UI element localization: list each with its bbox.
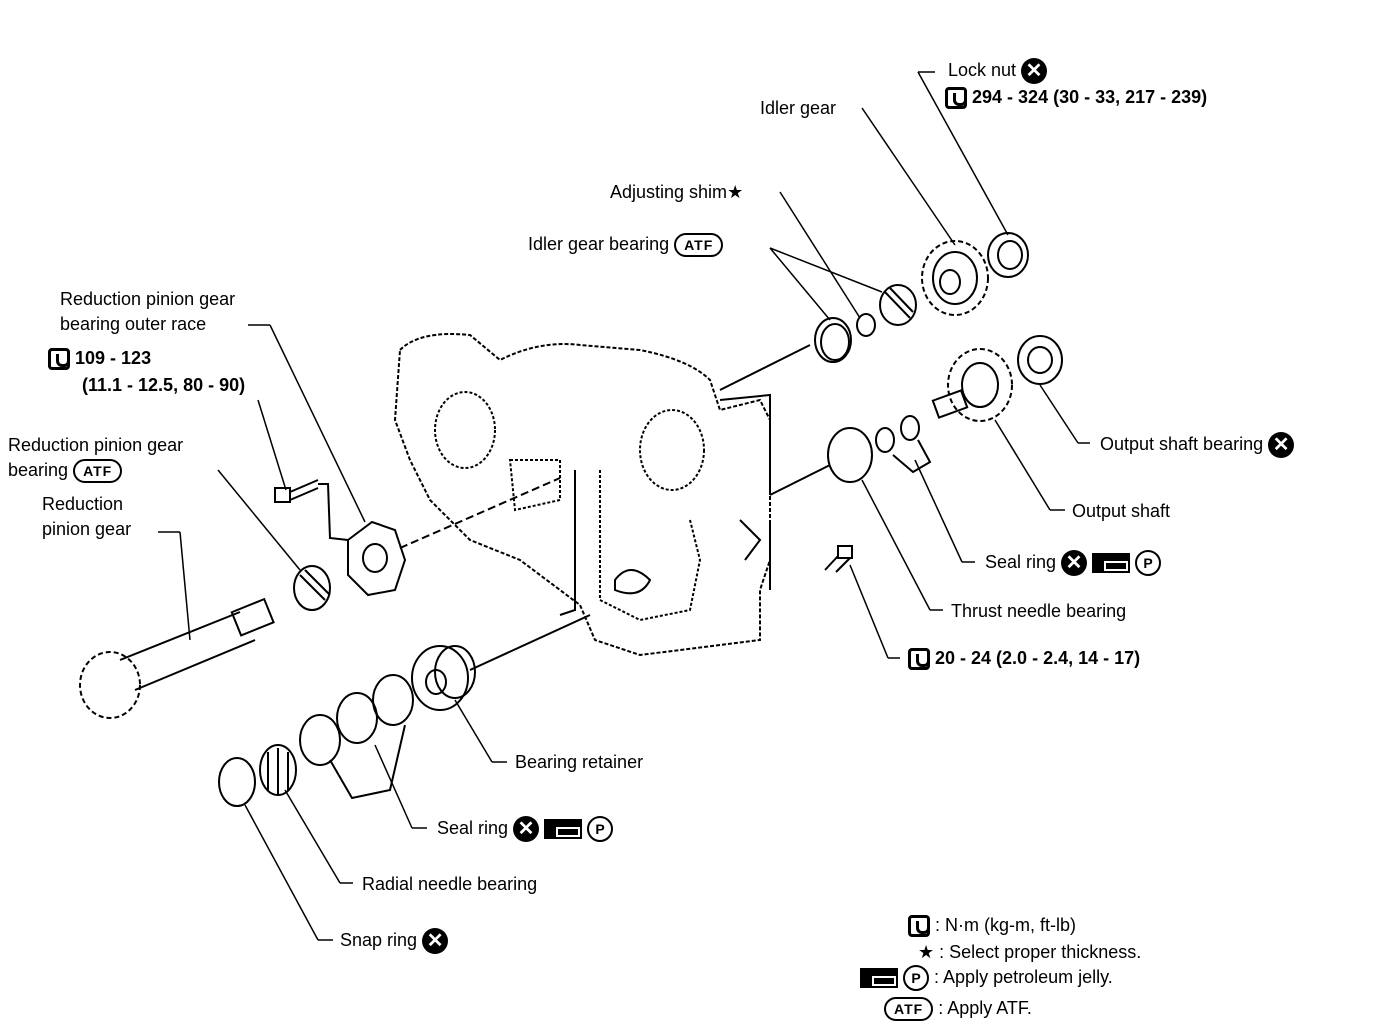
radial-needle-bearing [259,744,297,796]
rp-torque-text-1: 109 - 123 [75,348,152,368]
seal-ring-right-b [900,415,920,441]
torque-wrench-icon [908,915,930,938]
p-icon: P [903,965,930,991]
adjusting-shim [856,313,876,337]
legend-star-text: : Select proper thickness. [939,942,1142,962]
replace-icon: ✕ [1061,550,1088,576]
replace-icon: ✕ [513,816,540,842]
idler-gear-bearing-text: Idler gear bearing [528,234,670,254]
rp-bearing-text: bearing [8,460,69,480]
replace-icon: ✕ [1021,58,1048,84]
idler-outer-race [814,317,852,363]
seal-ring-right-label: Seal ring ✕ P [985,550,1162,576]
radial-needle-bearing-label: Radial needle bearing [362,874,538,894]
torque-wrench-icon [908,648,930,671]
bolt-torque-text: 20 - 24 (2.0 - 2.4, 14 - 17) [935,648,1141,668]
atf-icon: ATF [884,997,934,1022]
lock-nut-label: Lock nut ✕ [948,58,1048,84]
adjusting-shim-label: Adjusting shim★ [610,181,743,203]
thrust-needle-bearing-label: Thrust needle bearing [951,601,1127,621]
output-shaft-bearing [1017,335,1063,385]
replace-icon: ✕ [422,928,449,954]
seal-ring-left-label: Seal ring ✕ P [437,816,614,842]
leader-lines [158,71,1090,941]
star-icon: ★ [918,942,935,962]
output-shaft-bearing-text: Output shaft bearing [1100,433,1264,454]
legend-jelly-text: : Apply petroleum jelly. [934,966,1113,987]
reduction-pinion-bearing [293,565,331,611]
bearing-retainer-label: Bearing retainer [515,752,644,772]
bearing-retainer [411,645,476,711]
bolt-torque: 20 - 24 (2.0 - 2.4, 14 - 17) [908,647,1141,671]
rp-gear-label-2: pinion gear [42,519,132,539]
retainer-bolt [274,479,319,503]
output-shaft-bearing-label: Output shaft bearing ✕ [1100,432,1295,458]
rp-outer-race-label-1: Reduction pinion gear [60,289,236,309]
lock-nut-torque-text: 294 - 324 (30 - 33, 217 - 239) [972,87,1208,107]
snap-ring [218,757,256,807]
atf-icon: ATF [73,459,123,484]
output-shaft-label: Output shaft [1072,501,1171,521]
legend-torque-text: : N·m (kg-m, ft-lb) [935,915,1077,935]
seal-ring-right-a [875,427,895,453]
idler-gear-label: Idler gear [760,98,837,118]
snap-ring-text: Snap ring [340,929,418,950]
snap-ring-label: Snap ring ✕ [340,928,449,954]
idler-gear [921,240,989,316]
rp-gear-label-1: Reduction [42,494,124,514]
rp-torque-1: 109 - 123 [48,347,152,371]
legend-atf: ATF : Apply ATF. [884,997,1032,1022]
thrust-needle-bearing [827,427,873,483]
legend-atf-text: : Apply ATF. [938,998,1032,1018]
legend-jelly: P : Apply petroleum jelly. [860,965,1113,991]
replace-icon: ✕ [1268,432,1295,458]
seal-ring-left-b [336,692,378,744]
transmission-case [393,333,771,657]
adjusting-shim-text: Adjusting shim [610,182,728,202]
petroleum-jelly-icon [544,819,583,839]
legend-torque: : N·m (kg-m, ft-lb) [908,914,1077,938]
atf-icon: ATF [674,233,724,258]
rp-bearing-label-1: Reduction pinion gear [8,435,184,455]
lock-nut [987,232,1029,278]
p-icon: P [1135,550,1162,576]
rp-bearing-label-2: bearing ATF [8,459,123,484]
seal-ring-left-a [372,674,414,726]
pinion-axis-line [399,477,561,549]
reduction-pinion-gear [79,597,275,719]
rp-outer-race-label-2: bearing outer race [60,314,207,334]
case-bolt [824,545,853,573]
idler-gear-bearing [879,284,917,326]
lock-nut-torque: 294 - 324 (30 - 33, 217 - 239) [945,86,1208,110]
rp-torque-2: (11.1 - 12.5, 80 - 90) [82,375,246,395]
torque-wrench-icon [945,87,967,110]
p-icon: P [587,816,614,842]
torque-wrench-icon [48,348,70,371]
seal-ring-left-text: Seal ring [437,817,509,838]
star-icon: ★ [727,182,744,202]
lock-nut-text: Lock nut [948,59,1017,80]
idler-gear-bearing-label: Idler gear bearing ATF [528,233,724,258]
seal-ring-right-text: Seal ring [985,551,1057,572]
output-shaft [931,348,1013,422]
seal-ring-left-c [299,714,341,766]
petroleum-jelly-icon [860,968,898,988]
legend-star: ★ : Select proper thickness. [918,941,1141,963]
bearing-retainer-plate [347,520,407,597]
petroleum-jelly-icon [1092,553,1131,573]
